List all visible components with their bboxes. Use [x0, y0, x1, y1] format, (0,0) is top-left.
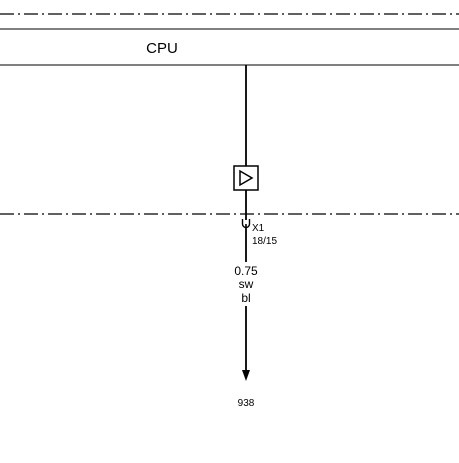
wire-color-secondary: bl	[241, 291, 250, 305]
destination-ref[interactable]: 938	[238, 398, 255, 409]
component-label: CPU	[146, 40, 178, 57]
triangle-output-icon	[233, 165, 259, 191]
connector-name: X1	[252, 223, 265, 234]
connector-pins: 18/15	[252, 236, 277, 247]
connector-fork-icon	[241, 219, 251, 229]
arrow-down-icon	[242, 370, 250, 381]
wire-cross-section: 0.75	[234, 264, 258, 278]
wire-color-primary: sw	[239, 277, 254, 291]
